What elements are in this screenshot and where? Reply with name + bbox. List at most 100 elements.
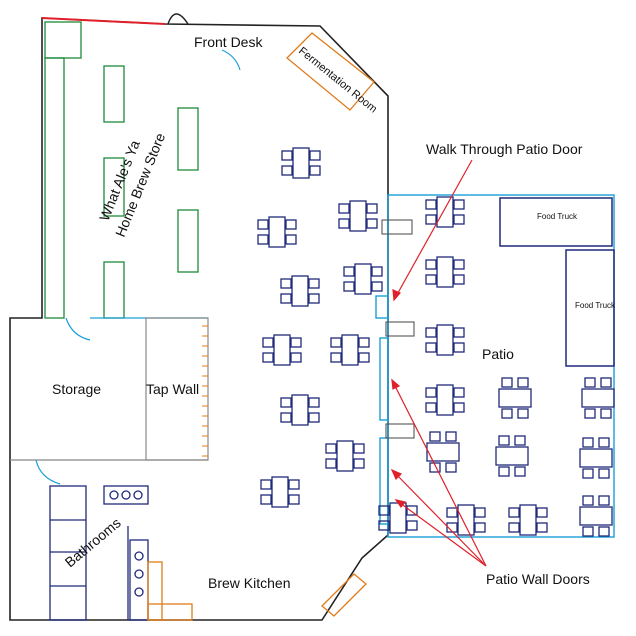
chair bbox=[600, 377, 612, 388]
chair bbox=[358, 352, 370, 363]
chair bbox=[280, 278, 292, 289]
chair bbox=[514, 466, 526, 477]
bathrooms-area bbox=[49, 485, 149, 621]
chair bbox=[474, 507, 486, 518]
table-four-seat bbox=[508, 504, 548, 536]
chair bbox=[338, 203, 350, 214]
table-four-seat bbox=[280, 394, 320, 426]
chair bbox=[285, 234, 297, 245]
walk-through-door-label: Walk Through Patio Door bbox=[426, 141, 583, 157]
chair bbox=[309, 165, 321, 176]
chair bbox=[325, 443, 337, 454]
chair bbox=[508, 507, 520, 518]
table-four-seat bbox=[495, 435, 529, 477]
table-top bbox=[268, 216, 286, 248]
table-four-seat bbox=[446, 504, 486, 536]
chair bbox=[582, 495, 594, 506]
chair bbox=[290, 352, 302, 363]
table-four-seat bbox=[425, 256, 465, 288]
chair bbox=[425, 259, 437, 270]
table-group bbox=[257, 147, 615, 537]
chair bbox=[280, 293, 292, 304]
food-truck-1-label: Food Truck bbox=[537, 212, 578, 221]
table-top bbox=[495, 446, 529, 466]
chair bbox=[288, 479, 300, 490]
chair bbox=[453, 259, 465, 270]
chair bbox=[582, 437, 594, 448]
table-top bbox=[336, 440, 354, 472]
food-truck-1 bbox=[499, 197, 613, 247]
chair bbox=[445, 431, 457, 442]
store-door-arc bbox=[65, 317, 91, 341]
chair bbox=[536, 507, 548, 518]
chair bbox=[338, 218, 350, 229]
chair bbox=[598, 495, 610, 506]
chair bbox=[290, 337, 302, 348]
table-top bbox=[349, 200, 367, 232]
storage-door-arc bbox=[35, 459, 61, 485]
chair bbox=[325, 458, 337, 469]
front-desk-label: Front Desk bbox=[194, 34, 263, 50]
chair bbox=[281, 165, 293, 176]
chair bbox=[429, 431, 441, 442]
chair bbox=[257, 234, 269, 245]
table-four-seat bbox=[280, 275, 320, 307]
top-wall-accent bbox=[41, 17, 166, 25]
chair bbox=[308, 278, 320, 289]
table-four-seat bbox=[338, 200, 378, 232]
chair bbox=[446, 507, 458, 518]
table-top bbox=[354, 263, 372, 295]
table-four-seat bbox=[579, 495, 613, 537]
food-truck-2-label: Food Truck bbox=[575, 301, 616, 310]
chair bbox=[288, 494, 300, 505]
chair bbox=[425, 327, 437, 338]
chair bbox=[260, 479, 272, 490]
table-top bbox=[519, 504, 537, 536]
front-door-arc bbox=[167, 13, 189, 25]
chair bbox=[425, 402, 437, 413]
chair bbox=[517, 377, 529, 388]
chair bbox=[262, 337, 274, 348]
chair bbox=[598, 526, 610, 537]
table-top bbox=[457, 504, 475, 536]
table-top bbox=[273, 334, 291, 366]
chair bbox=[353, 443, 365, 454]
table-four-seat bbox=[281, 147, 321, 179]
tap-ticks bbox=[202, 325, 208, 457]
chair bbox=[366, 203, 378, 214]
patio-wall-panels bbox=[381, 219, 415, 439]
table-four-seat bbox=[378, 502, 418, 534]
table-top bbox=[579, 448, 613, 468]
chair bbox=[330, 352, 342, 363]
chair bbox=[309, 150, 321, 161]
chair bbox=[425, 342, 437, 353]
chair bbox=[371, 266, 383, 277]
chair bbox=[453, 199, 465, 210]
chair bbox=[514, 435, 526, 446]
chair bbox=[429, 462, 441, 473]
table-top bbox=[341, 334, 359, 366]
chair bbox=[445, 462, 457, 473]
table-four-seat bbox=[425, 196, 465, 228]
front-desk-arc bbox=[221, 49, 241, 71]
table-top bbox=[436, 256, 454, 288]
chair bbox=[358, 337, 370, 348]
table-four-seat bbox=[330, 334, 370, 366]
table-top bbox=[581, 388, 615, 408]
chair bbox=[285, 219, 297, 230]
chair bbox=[343, 281, 355, 292]
chair bbox=[582, 468, 594, 479]
chair bbox=[453, 274, 465, 285]
chair bbox=[425, 387, 437, 398]
annotation-arrows bbox=[390, 159, 487, 567]
chair bbox=[536, 522, 548, 533]
chair bbox=[406, 520, 418, 531]
table-four-seat bbox=[260, 476, 300, 508]
bathrooms-label: Bathrooms bbox=[62, 515, 124, 571]
chair bbox=[280, 397, 292, 408]
chair bbox=[257, 219, 269, 230]
chair bbox=[406, 505, 418, 516]
table-four-seat bbox=[425, 324, 465, 356]
table-four-seat bbox=[426, 431, 460, 473]
table-top bbox=[291, 394, 309, 426]
